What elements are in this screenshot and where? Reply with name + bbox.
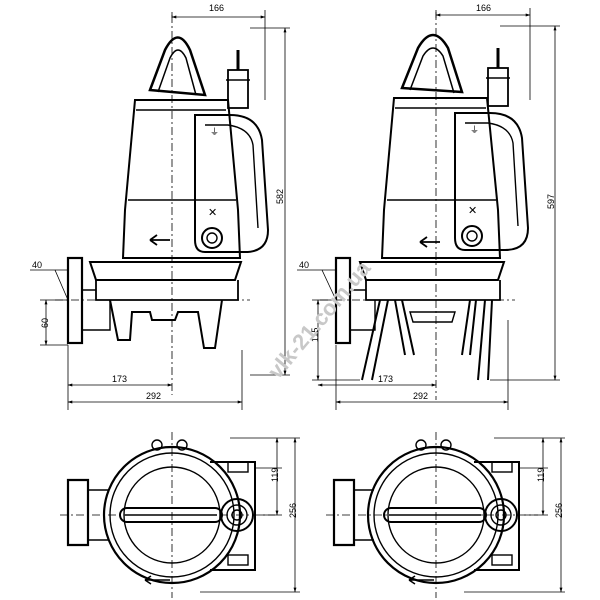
svg-text:✕: ✕ xyxy=(468,205,477,217)
dim-left-top-depth: 256 xyxy=(288,503,298,518)
dim-right-base-width: 292 xyxy=(413,391,428,401)
pump-casing xyxy=(88,261,243,281)
motor-housing xyxy=(121,99,242,259)
lifting-handle xyxy=(400,33,464,94)
dim-right-top-depth: 256 xyxy=(554,503,564,518)
flow-arrow-icon xyxy=(419,236,440,248)
dim-left-base-width: 292 xyxy=(146,391,161,401)
dim-right-top-width: 166 xyxy=(476,3,491,13)
discharge-flange xyxy=(332,478,356,547)
dim-right-top-offset: 119 xyxy=(536,468,546,482)
terminal-box xyxy=(194,114,270,253)
flow-arrow-icon xyxy=(149,234,170,246)
dim-left-height: 582 xyxy=(275,189,285,204)
dim-right-height: 597 xyxy=(546,194,556,209)
dim-left-top-width: 166 xyxy=(209,3,224,13)
dim-left-flange-height: 60 xyxy=(40,318,50,328)
dim-right-flange-offset: 40 xyxy=(299,260,309,270)
cable-gland xyxy=(487,67,509,107)
svg-text:✕: ✕ xyxy=(208,207,217,219)
pump-feet xyxy=(109,299,223,349)
watermark: vlk-21.com.ua xyxy=(263,255,376,383)
svg-text:⏚: ⏚ xyxy=(210,127,219,137)
svg-text:⏚: ⏚ xyxy=(470,125,479,135)
discharge-flange xyxy=(66,478,90,547)
left-side-view: ⏚ ✕ xyxy=(66,36,270,349)
terminal-box xyxy=(454,112,530,251)
dim-right-base-center: 173 xyxy=(378,374,393,384)
cable-gland xyxy=(484,498,518,532)
dim-left-flange-offset: 40 xyxy=(32,260,42,270)
flow-arrow-icon xyxy=(144,575,170,585)
dim-right-flange-height: 115 xyxy=(310,328,320,342)
discharge-flange xyxy=(66,256,84,345)
right-side-view: ⏚ ✕ xyxy=(334,33,530,381)
motor-housing xyxy=(380,97,502,259)
discharge-flange xyxy=(334,256,352,345)
right-top-view xyxy=(332,439,520,585)
dim-left-top-offset: 119 xyxy=(270,468,280,482)
left-top-view xyxy=(66,439,256,585)
cable-gland xyxy=(227,69,249,109)
pump-casing xyxy=(358,261,506,281)
flow-arrow-icon xyxy=(408,575,434,585)
dim-left-base-center: 173 xyxy=(112,374,127,384)
pump-stand-legs xyxy=(361,299,493,381)
lifting-handle xyxy=(148,36,207,97)
